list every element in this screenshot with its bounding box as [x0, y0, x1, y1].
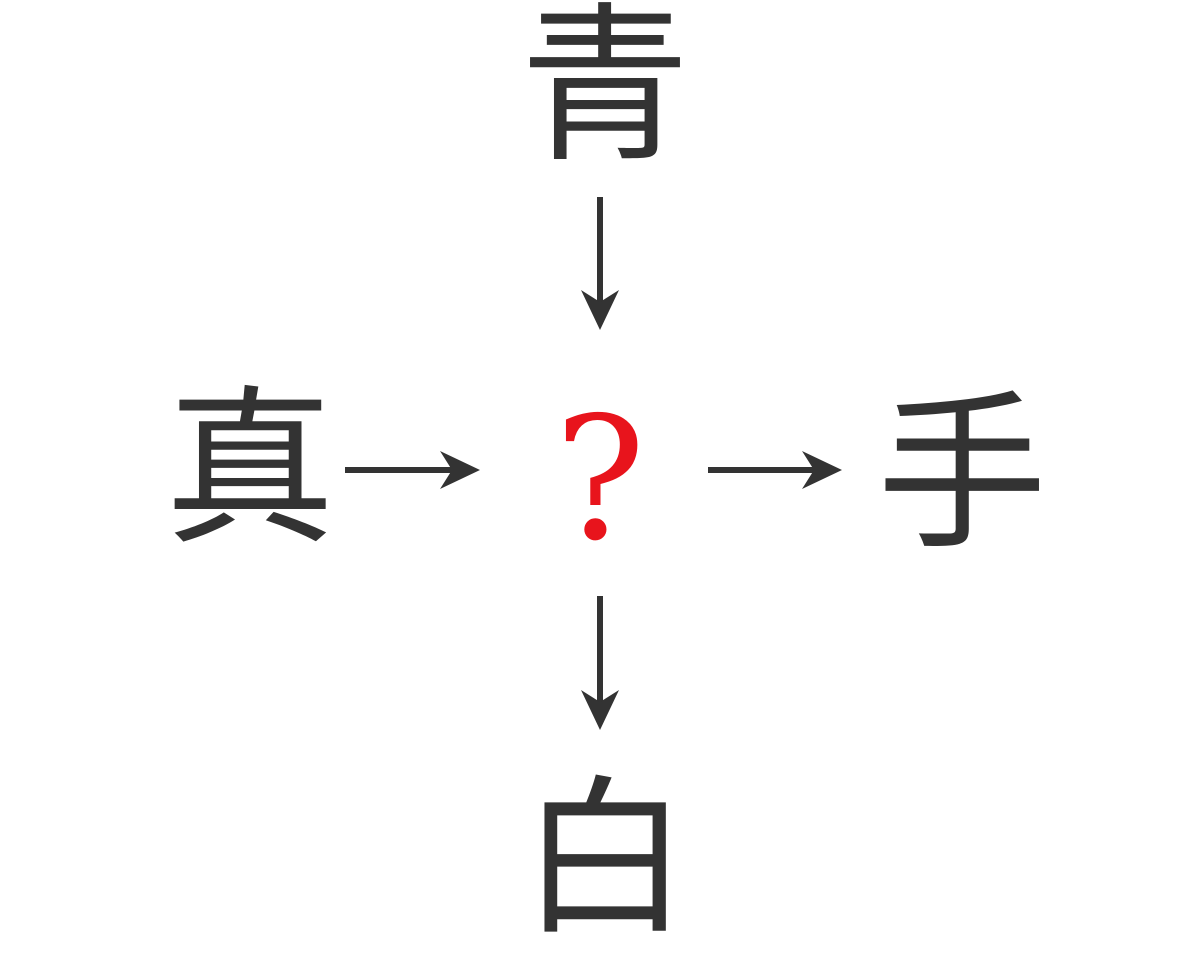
question-mark: ?	[554, 381, 646, 579]
arrow-top-down-icon	[581, 197, 619, 330]
kanji-left: 真	[164, 371, 335, 569]
arrow-center-down-icon	[581, 596, 619, 730]
arrow-center-right-icon	[708, 451, 842, 489]
kanji-bottom: 白	[519, 761, 690, 959]
arrow-left-right-icon	[345, 451, 480, 489]
kanji-right: 手	[876, 376, 1047, 574]
kanji-top: 青	[519, 0, 690, 186]
